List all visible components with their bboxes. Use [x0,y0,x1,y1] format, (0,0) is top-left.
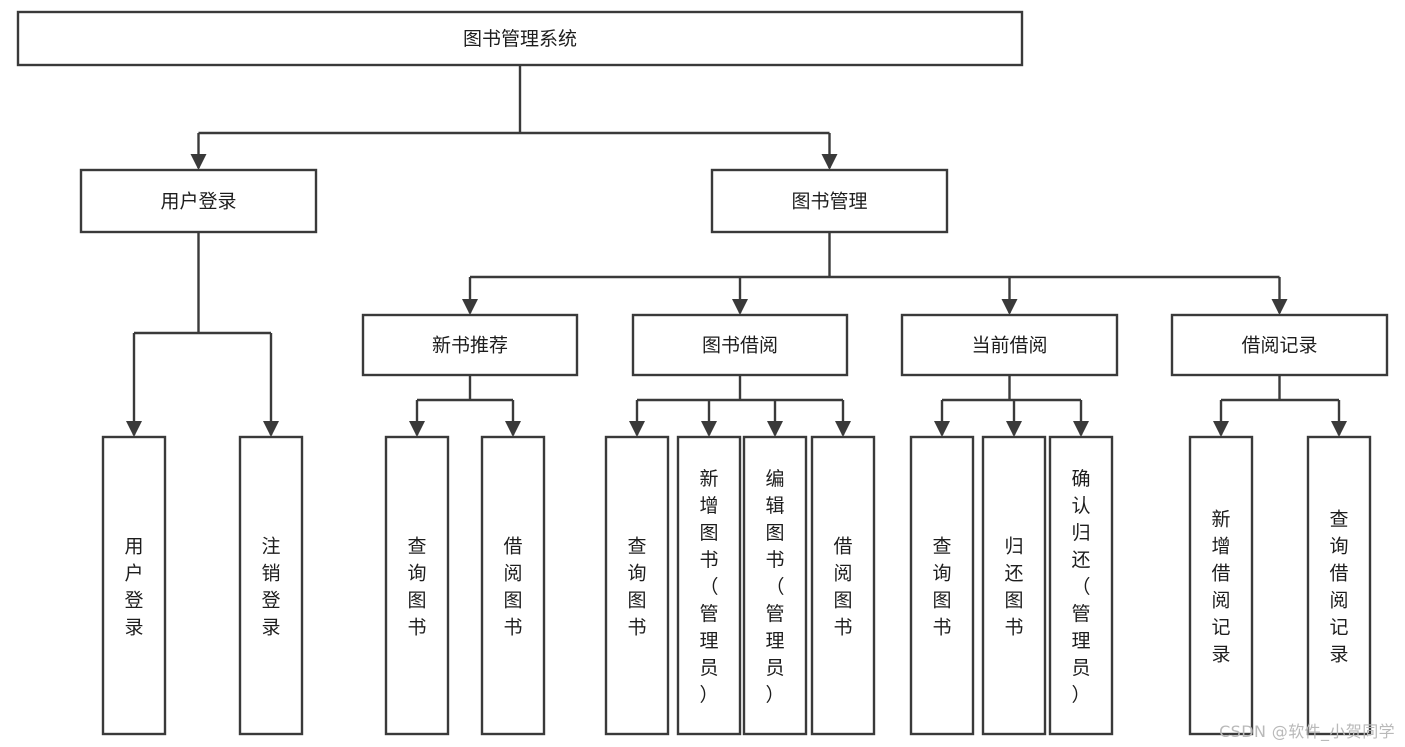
node-leaf-2[interactable]: 查询图书 [384,435,450,736]
arrow-head-icon [1001,299,1018,315]
node-leaf-9[interactable]: 归还图书 [981,435,1047,736]
node-level2-0[interactable]: 用户登录 [79,168,318,234]
arrow-head-icon [732,299,748,315]
node-leaf-10[interactable]: 确认归还（管理员） [1048,435,1114,736]
node-label: 编辑图书（管理员） [765,468,784,706]
node-label: 图书管理系统 [463,28,577,50]
node-root[interactable]: 图书管理系统 [16,10,1024,67]
node-leaf-8[interactable]: 查询图书 [909,435,975,736]
arrow-head-icon [1331,421,1347,437]
node-label: 注销登录 [261,536,280,639]
arrow-head-icon [767,421,783,437]
arrow-head-icon [1271,299,1288,315]
connectors-layer [126,65,1347,437]
arrow-head-icon [629,421,645,437]
node-label: 借阅记录 [1241,335,1317,357]
arrow-head-icon [190,154,207,170]
arrow-head-icon [835,421,851,437]
node-leaf-12[interactable]: 查询借阅记录 [1306,435,1372,736]
node-leaf-11[interactable]: 新增借阅记录 [1188,435,1254,736]
node-level3-2[interactable]: 当前借阅 [900,313,1119,377]
node-label: 查询图书 [407,536,426,639]
node-label: 查询借阅记录 [1329,509,1348,666]
node-label: 新增借阅记录 [1211,509,1230,666]
arrow-head-icon [1213,421,1229,437]
node-leaf-4[interactable]: 查询图书 [604,435,670,736]
node-level2-1[interactable]: 图书管理 [710,168,949,234]
node-label: 确认归还（管理员） [1071,468,1090,706]
node-level3-0[interactable]: 新书推荐 [361,313,579,377]
node-label: 用户登录 [124,536,143,639]
csdn-watermark: CSDN @软件_小贺同学 [1219,722,1395,741]
node-label: 当前借阅 [971,335,1047,357]
node-leaf-5[interactable]: 新增图书（管理员） [676,435,742,736]
arrow-head-icon [1006,421,1022,437]
node-label: 新书推荐 [432,335,508,357]
arrow-head-icon [462,299,478,315]
node-label: 新增图书（管理员） [699,468,718,706]
node-label: 图书借阅 [702,335,778,357]
arrow-head-icon [263,421,279,437]
arrow-head-icon [409,421,425,437]
node-leaf-0[interactable]: 用户登录 [101,435,167,736]
node-label: 用户登录 [160,191,236,213]
node-level3-1[interactable]: 图书借阅 [631,313,849,377]
node-leaf-6[interactable]: 编辑图书（管理员） [742,435,808,736]
node-label: 归还图书 [1004,536,1023,639]
node-label: 图书管理 [791,191,867,213]
arrow-head-icon [126,421,142,437]
node-level3-3[interactable]: 借阅记录 [1170,313,1389,377]
arrow-head-icon [505,421,521,437]
node-leaf-7[interactable]: 借阅图书 [810,435,876,736]
node-label: 查询图书 [932,536,951,639]
arrow-head-icon [1073,421,1089,437]
boxes-layer: 图书管理系统用户登录图书管理新书推荐图书借阅当前借阅借阅记录用户登录注销登录查询… [16,10,1389,736]
node-label: 查询图书 [627,536,646,639]
arrow-head-icon [934,421,950,437]
arrow-head-icon [821,154,838,170]
node-leaf-3[interactable]: 借阅图书 [480,435,546,736]
arrow-head-icon [701,421,717,437]
node-label: 借阅图书 [833,536,852,639]
node-label: 借阅图书 [503,536,522,639]
node-leaf-1[interactable]: 注销登录 [238,435,304,736]
